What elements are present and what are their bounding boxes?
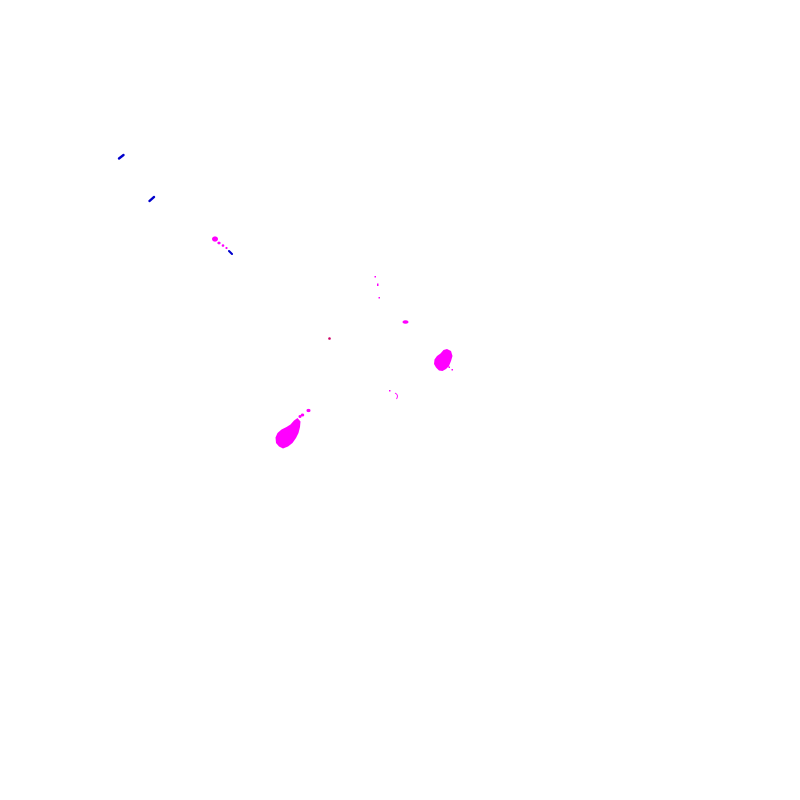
islet [377,283,379,286]
islet [402,320,409,324]
islet [306,408,311,413]
blue-dash-3 [228,250,233,255]
islet [374,276,376,278]
island-east [434,349,453,371]
islet [225,246,228,250]
island-southwest [275,418,301,449]
blue-dash-2 [148,195,156,203]
island-cluster-nw [212,236,228,250]
islet [328,337,331,340]
islet-outline [394,392,398,400]
islet [451,369,453,371]
blue-marks [117,153,233,255]
islet [221,244,225,247]
islet [378,297,380,299]
islet [300,413,305,417]
islet [389,390,391,392]
islet [448,366,450,368]
blue-dash-1 [117,153,125,160]
islet [212,236,218,242]
islet [298,415,302,418]
scattered-islets [300,276,409,417]
islet [217,241,221,245]
